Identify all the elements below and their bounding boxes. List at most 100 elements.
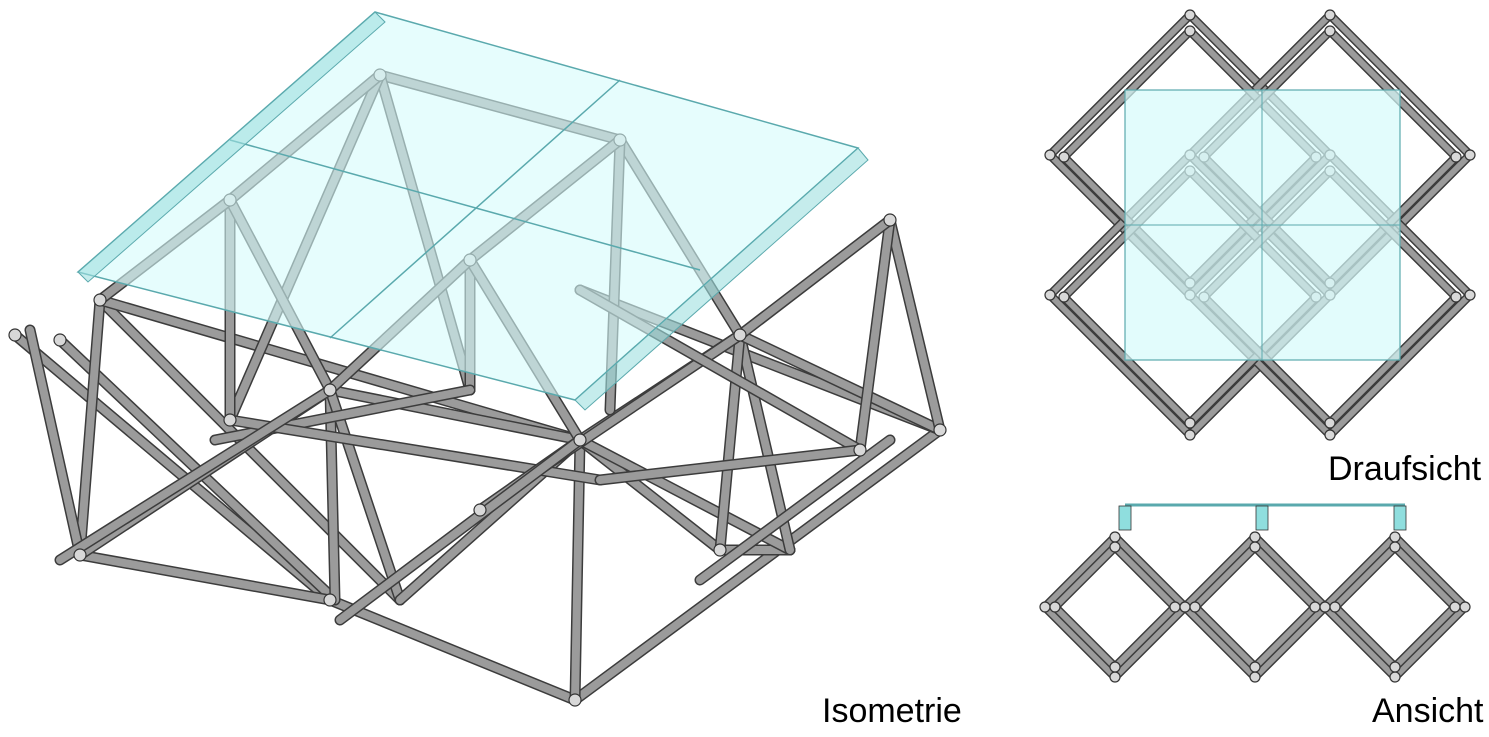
tube-fill — [1112, 544, 1178, 610]
joint-node — [933, 423, 947, 437]
tube-fill — [96, 296, 584, 444]
glass-joint — [229, 139, 701, 271]
joint-node — [1049, 601, 1061, 613]
joint-node — [1044, 289, 1056, 301]
joint-node — [1184, 9, 1196, 21]
joint-node — [1109, 661, 1121, 673]
joint-node — [323, 593, 337, 607]
joint-node — [323, 383, 337, 397]
tube-fill — [571, 426, 944, 704]
glass-joint — [329, 79, 621, 339]
tube-fill — [326, 386, 404, 604]
tube-fill — [1192, 604, 1258, 670]
joint-node — [1309, 601, 1321, 613]
joint-node — [568, 693, 582, 707]
tube-fill — [56, 386, 334, 564]
joint-node — [53, 333, 67, 347]
joint-node — [1044, 149, 1056, 161]
tube-fill — [26, 326, 84, 559]
joint-node — [1389, 661, 1401, 673]
tube-fill — [1332, 544, 1398, 610]
joint-node — [223, 413, 237, 427]
joint-node — [1184, 417, 1196, 429]
joint-node — [573, 433, 587, 447]
joint-node — [1450, 151, 1462, 163]
top-view — [1044, 9, 1476, 441]
tube-fill — [856, 216, 894, 454]
tube-fill — [1322, 534, 1398, 610]
tube-fill — [326, 386, 339, 604]
joint-node — [1324, 417, 1336, 429]
tube-fill — [1042, 604, 1118, 680]
joint-node — [1058, 151, 1070, 163]
joint-node — [1464, 289, 1476, 301]
top-view-label: Draufsicht — [1328, 450, 1482, 488]
joint-node — [1109, 671, 1121, 683]
joint-node — [1450, 291, 1462, 303]
joint-node — [73, 548, 87, 562]
tube-fill — [1252, 604, 1318, 670]
tube-fill — [1392, 534, 1468, 610]
tube-fill — [736, 216, 894, 339]
tube-fill — [1047, 292, 1193, 438]
joint-node — [1324, 429, 1336, 441]
joint-node — [1169, 601, 1181, 613]
joint-node — [1464, 149, 1476, 161]
joint-node — [1249, 531, 1261, 543]
joint-node — [1109, 541, 1121, 553]
joint-node — [1389, 671, 1401, 683]
tube-fill — [1052, 544, 1118, 610]
tube-fill — [1252, 544, 1318, 610]
tube-fill — [1322, 604, 1398, 680]
tube-fill — [1112, 534, 1188, 610]
tube-fill — [1392, 604, 1468, 680]
tube-fill — [326, 386, 584, 444]
joint-node — [8, 328, 22, 342]
isometric-view — [8, 11, 947, 707]
tube-fill — [326, 596, 579, 704]
tube-fill — [1252, 604, 1328, 680]
tube-fill — [716, 331, 744, 554]
elevation-label: Ansicht — [1372, 692, 1484, 730]
joint-node — [1189, 601, 1201, 613]
tube-fill — [1182, 604, 1258, 680]
tube-fill — [1047, 12, 1193, 158]
joint-node — [713, 543, 727, 557]
isometric-label: Isometrie — [822, 692, 962, 730]
glass-support — [1255, 505, 1269, 531]
tube-fill — [76, 551, 334, 604]
tube-fill — [1112, 604, 1178, 670]
joint-node — [1249, 671, 1261, 683]
joint-node — [473, 503, 487, 517]
joint-node — [883, 213, 897, 227]
joint-node — [1058, 291, 1070, 303]
glass-edge-profile — [77, 11, 386, 283]
joint-node — [1249, 661, 1261, 673]
joint-node — [1449, 601, 1461, 613]
tube-fill — [76, 296, 104, 559]
tube-fill — [336, 436, 584, 624]
tube-fill — [886, 216, 944, 434]
joint-node — [733, 328, 747, 342]
tube-fill — [596, 446, 864, 484]
joint-node — [1389, 541, 1401, 553]
tube-fill — [1332, 604, 1398, 670]
joint-node — [1324, 9, 1336, 21]
tube-fill — [1392, 544, 1458, 610]
joint-node — [1319, 601, 1331, 613]
joint-node — [1249, 541, 1261, 553]
glass-support — [1118, 505, 1132, 531]
joint-node — [1324, 25, 1336, 37]
tube-fill — [1327, 12, 1473, 158]
tube-fill — [696, 436, 894, 584]
joint-node — [1184, 429, 1196, 441]
tube-fill — [1042, 534, 1118, 610]
elevation-view — [1039, 503, 1471, 683]
tube-fill — [1252, 534, 1328, 610]
tube-fill — [1327, 292, 1473, 438]
tube-fill — [1182, 534, 1258, 610]
tube-fill — [1392, 604, 1458, 670]
tube-fill — [1112, 604, 1188, 680]
joint-node — [1389, 531, 1401, 543]
